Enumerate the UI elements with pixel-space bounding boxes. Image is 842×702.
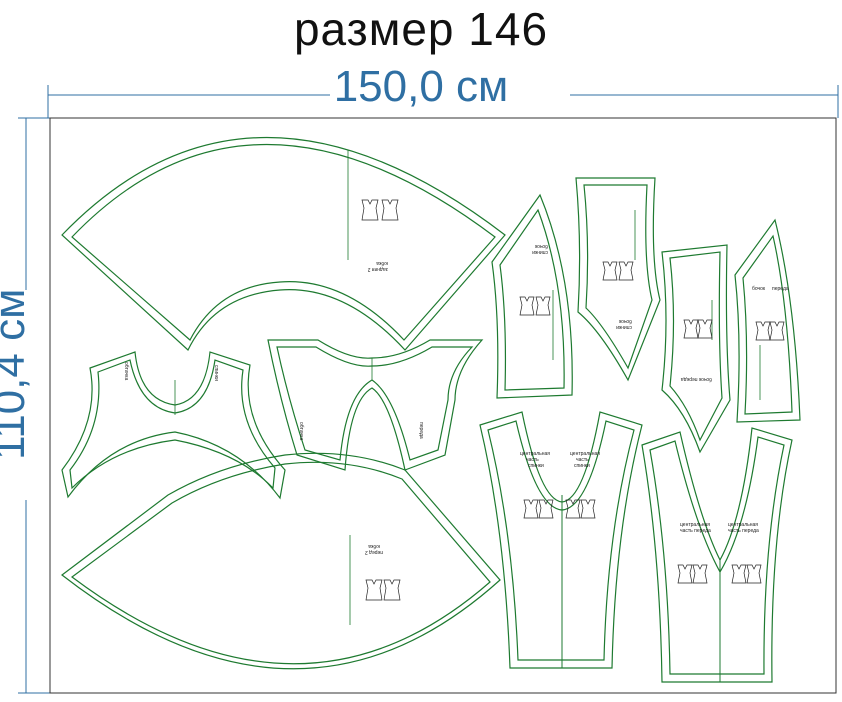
center-front-piece [641,427,793,683]
garment-sketch-icon [677,564,708,584]
center-front-lining-label-2: часть переда [728,528,759,534]
back-facing-label-right: спинки [213,365,219,381]
skirt-back-piece [61,136,506,351]
side-front-label: бочок переда [681,376,712,382]
side-back-label-1: бочок [534,243,548,249]
garment-sketch-icon [365,579,401,601]
skirt-front-label-1: юбка [368,543,380,549]
garment-sketch-icon [523,499,554,519]
garment-sketch-icon [731,564,762,584]
side-back-upper-label-2: спинки [616,324,632,330]
center-back-lining-label-2: часть [576,457,589,463]
side-front-piece [661,244,731,454]
fabric-frame [49,117,837,694]
pattern-size-title: размер 146 [293,3,549,55]
front-facing-label-left: обтачка [298,422,304,440]
center-front-lining-label-1: центральная [728,522,758,528]
back-facing-piece [61,351,286,500]
front-facing-piece [267,339,484,471]
height-dimension-line [18,117,50,694]
front-facing-label-right: переда [418,422,424,439]
garment-sketch-icon [602,261,634,281]
garment-sketch-icon [361,199,399,221]
skirt-front-piece [61,452,501,670]
center-back-label-1: центральная [520,451,550,457]
center-back-lining-label-3: спинки [574,463,590,469]
center-back-piece [479,411,643,669]
side-back-upper-piece [575,177,661,382]
skirt-front-label-2: перед 2 [365,549,383,555]
side-front-right-piece [734,218,801,423]
center-back-label-2: часть [526,457,539,463]
side-front-right-label-2: переда [772,286,789,292]
center-back-label-3: спинки [528,463,544,469]
side-back-upper-label-1: бочок [618,318,632,324]
skirt-back-label-1: юбка [376,260,388,266]
center-back-lining-label-1: центральная [570,451,600,457]
width-dimension-label: 150,0 см [333,62,509,111]
garment-sketch-icon [565,499,596,519]
center-front-label-1: центральная [680,522,710,528]
width-dimension-line [47,85,839,118]
skirt-back-label-2: задняя 2 [367,266,388,272]
garment-sketch-icon [519,296,551,316]
garment-sketch-icon [755,321,785,341]
garment-sketch-icon [683,319,713,339]
side-front-right-label-1: бочок [752,286,766,292]
back-facing-label-left: обтачка [123,362,129,380]
side-back-piece [491,193,573,399]
side-back-label-2: спинки [532,249,548,255]
center-front-label-2: часть переда [680,528,711,534]
